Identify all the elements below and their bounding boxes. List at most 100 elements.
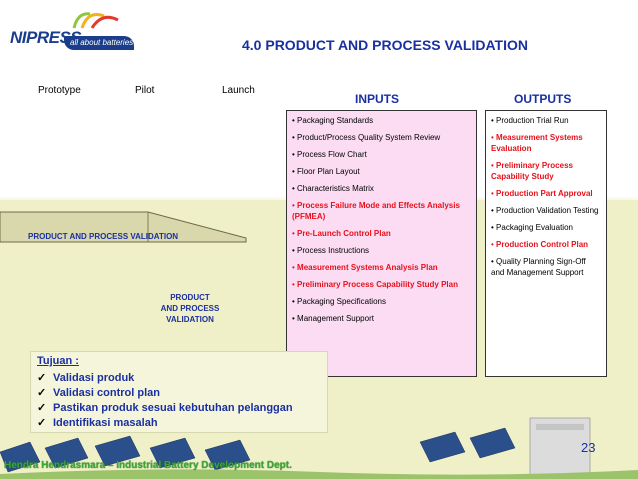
bullet-icon: •	[491, 223, 497, 232]
solar-panel-scenery	[0, 417, 638, 479]
outputs-item-text: Production Part Approval	[496, 189, 593, 198]
inputs-item-text: Measurement Systems Analysis Plan	[297, 263, 438, 272]
goal-item-text: Validasi control plan	[53, 387, 160, 399]
bullet-icon: •	[491, 116, 497, 125]
outputs-item: • Measurement Systems Evaluation	[491, 132, 601, 154]
goal-item: ✓ Identifikasi masalah	[37, 416, 293, 431]
outputs-item-text: Measurement Systems Evaluation	[491, 133, 583, 153]
phase-label: PRODUCT AND PROCESS VALIDATION	[150, 292, 230, 325]
inputs-item-text: Preliminary Process Capability Study Pla…	[297, 280, 458, 289]
goals-list: ✓ Validasi produk ✓ Validasi control plan ✓ P…	[37, 371, 293, 431]
logo-brand: NIPRESS	[10, 28, 82, 47]
inputs-item: • Product/Process Quality System Review	[292, 132, 471, 143]
bullet-icon: •	[292, 280, 298, 289]
inputs-heading: INPUTS	[355, 92, 400, 106]
inputs-item: • Pre-Launch Control Plan	[292, 228, 471, 239]
inputs-item-text: Process Instructions	[297, 246, 370, 255]
phase-arrow	[0, 211, 247, 243]
phase-label-line: VALIDATION	[166, 315, 214, 324]
outputs-box: • Production Trial Run• Measurement Syst…	[485, 110, 607, 377]
outputs-item: • Quality Planning Sign-Off and Manageme…	[491, 256, 601, 278]
footer-text: Hendra Hendrasmara – Industrial Battery …	[4, 460, 292, 471]
bullet-icon: •	[491, 206, 497, 215]
inputs-item: • Management Support	[292, 313, 471, 324]
inputs-item-text: Packaging Standards	[297, 116, 374, 125]
outputs-list: • Production Trial Run• Measurement Syst…	[486, 111, 606, 278]
inputs-item: • Process Instructions	[292, 245, 471, 256]
bullet-icon: •	[491, 240, 497, 249]
bullet-icon: •	[491, 189, 497, 198]
stage-prototype: Prototype	[38, 85, 81, 96]
outputs-heading: OUTPUTS	[514, 92, 572, 106]
phase-label-line: PRODUCT	[170, 293, 210, 302]
slide-title: 4.0 PRODUCT AND PROCESS VALIDATION	[242, 37, 528, 53]
outputs-item-text: Production Validation Testing	[496, 206, 599, 215]
goal-item: ✓ Validasi produk	[37, 371, 293, 386]
inputs-item: • Preliminary Process Capability Study P…	[292, 279, 471, 290]
bullet-icon: •	[491, 161, 497, 170]
stage-pilot: Pilot	[135, 85, 155, 96]
goal-item: ✓ Pastikan produk sesuai kebutuhan pelang…	[37, 401, 293, 416]
goals-box: Tujuan : ✓ Validasi produk ✓ Validasi contr…	[30, 351, 328, 433]
outputs-item: • Production Part Approval	[491, 188, 601, 199]
inputs-item: • Floor Plan Layout	[292, 166, 471, 177]
goal-item-text: Pastikan produk sesuai kebutuhan pelangg…	[53, 402, 293, 414]
inputs-list: • Packaging Standards• Product/Process Q…	[287, 111, 476, 324]
outputs-item: • Preliminary Process Capability Study	[491, 160, 601, 182]
nipress-logo: NIPRESS all about batteries	[8, 8, 138, 52]
bullet-icon: •	[491, 257, 497, 266]
phase-arrow-label: PRODUCT AND PROCESS VALIDATION	[28, 232, 179, 241]
outputs-item-text: Quality Planning Sign-Off and Management…	[491, 257, 586, 277]
inputs-item-text: Process Failure Mode and Effects Analysi…	[292, 201, 460, 221]
inputs-item: • Packaging Standards	[292, 115, 471, 126]
outputs-item: • Production Control Plan	[491, 239, 601, 250]
inputs-item-text: Floor Plan Layout	[297, 167, 360, 176]
inputs-item-text: Characteristics Matrix	[297, 184, 374, 193]
goal-item: ✓ Validasi control plan	[37, 386, 293, 401]
logo-tagline: all about batteries	[70, 38, 134, 47]
outputs-item: • Production Validation Testing	[491, 205, 601, 216]
outputs-item-text: Production Trial Run	[496, 116, 569, 125]
inputs-item-text: Product/Process Quality System Review	[297, 133, 441, 142]
logo-emblem-icon	[72, 12, 119, 29]
inputs-item-text: Management Support	[297, 314, 374, 323]
outputs-item-text: Preliminary Process Capability Study	[491, 161, 573, 181]
stage-launch: Launch	[222, 85, 255, 96]
inputs-item: • Process Failure Mode and Effects Analy…	[292, 200, 471, 222]
outputs-item: • Production Trial Run	[491, 115, 601, 126]
checkmark-icon: ✓	[37, 402, 47, 414]
bullet-icon: •	[292, 229, 298, 238]
phase-label-line: AND PROCESS	[160, 304, 220, 313]
goal-item-text: Identifikasi masalah	[53, 417, 158, 429]
bullet-icon: •	[292, 246, 298, 255]
bullet-icon: •	[292, 133, 298, 142]
bullet-icon: •	[491, 133, 497, 142]
bullet-icon: •	[292, 167, 298, 176]
inputs-item-text: Pre-Launch Control Plan	[297, 229, 391, 238]
bullet-icon: •	[292, 201, 298, 210]
checkmark-icon: ✓	[37, 417, 47, 429]
inputs-item-text: Process Flow Chart	[297, 150, 367, 159]
bullet-icon: •	[292, 263, 298, 272]
bullet-icon: •	[292, 150, 298, 159]
inputs-item: • Packaging Specifications	[292, 296, 471, 307]
outputs-item: • Packaging Evaluation	[491, 222, 601, 233]
checkmark-icon: ✓	[37, 372, 47, 384]
bullet-icon: •	[292, 314, 298, 323]
goal-item-text: Validasi produk	[53, 372, 135, 384]
outputs-item-text: Packaging Evaluation	[496, 223, 573, 232]
checkmark-icon: ✓	[37, 387, 47, 399]
bullet-icon: •	[292, 184, 298, 193]
goals-title: Tujuan :	[37, 355, 79, 367]
bullet-icon: •	[292, 297, 298, 306]
page-number: 23	[581, 440, 596, 455]
inputs-box: • Packaging Standards• Product/Process Q…	[286, 110, 477, 377]
logo-swoosh	[64, 36, 134, 50]
inputs-item: • Measurement Systems Analysis Plan	[292, 262, 471, 273]
bullet-icon: •	[292, 116, 298, 125]
outputs-item-text: Production Control Plan	[496, 240, 589, 249]
inputs-item: • Process Flow Chart	[292, 149, 471, 160]
inputs-item-text: Packaging Specifications	[297, 297, 386, 306]
inputs-item: • Characteristics Matrix	[292, 183, 471, 194]
